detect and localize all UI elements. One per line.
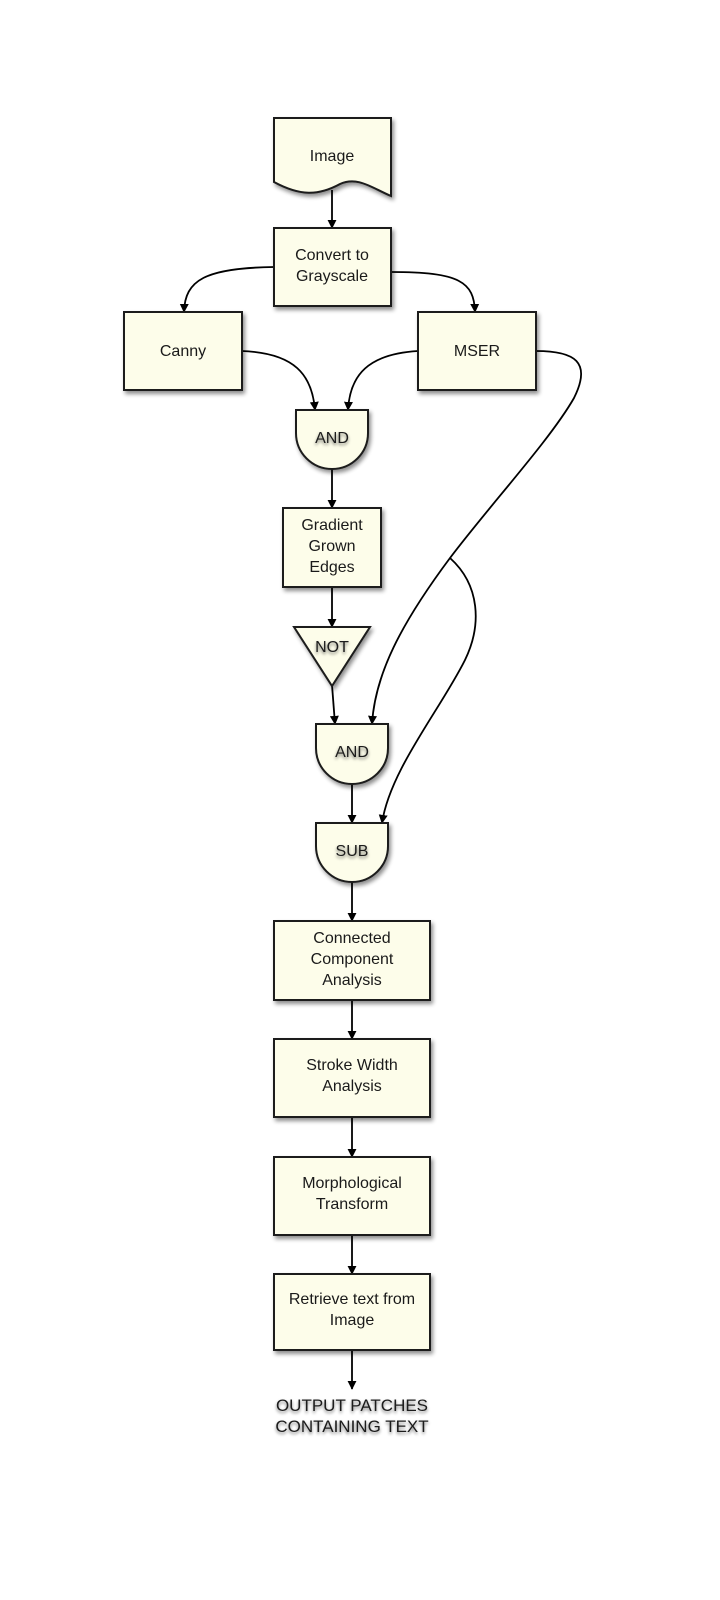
node-grayscale: Convert to Grayscale — [273, 227, 392, 307]
node-image: Image — [273, 117, 392, 198]
node-morph-label-1: Morphological — [302, 1175, 402, 1192]
and-gate-shape — [295, 409, 369, 470]
node-morph: Morphological Transform — [273, 1156, 431, 1236]
process-box — [273, 920, 431, 1001]
edge-mser-and1 — [343, 350, 419, 411]
node-gradient-label-1: Gradient — [301, 517, 363, 534]
node-retrieve-label-2: Image — [330, 1312, 375, 1329]
node-swa-label-1: Stroke Width — [306, 1057, 398, 1074]
edges — [179, 190, 582, 1390]
node-gradient-label-3: Edges — [309, 559, 354, 576]
process-box — [123, 311, 243, 391]
node-not: NOT — [292, 626, 372, 688]
process-box — [273, 1156, 431, 1236]
node-retrieve: Retrieve text from Image — [273, 1273, 431, 1351]
node-cca-label-3: Analysis — [322, 972, 382, 989]
edge-mser-and2 — [368, 350, 582, 725]
node-grayscale-label-2: Grayscale — [296, 268, 368, 285]
process-box — [282, 507, 382, 588]
node-cca-label-2: Component — [311, 951, 394, 968]
node-gradient: Gradient Grown Edges — [282, 507, 382, 588]
node-mser-label: MSER — [454, 343, 500, 360]
edge-grayscale-mser — [390, 271, 480, 313]
edge-mser-sub — [378, 557, 477, 824]
node-output-label-2: CONTAINING TEXT — [275, 1417, 428, 1436]
not-gate-shape — [292, 626, 372, 688]
node-not-label: NOT — [315, 639, 349, 656]
process-box — [273, 1273, 431, 1351]
sub-gate-shape — [315, 822, 389, 883]
node-swa-label-2: Analysis — [322, 1078, 382, 1095]
edge-not-and2 — [329, 684, 339, 725]
node-canny-label: Canny — [160, 343, 206, 360]
node-morph-label-2: Transform — [316, 1196, 388, 1213]
node-sub-label: SUB — [336, 843, 369, 860]
process-box — [417, 311, 537, 391]
node-swa: Stroke Width Analysis — [273, 1038, 431, 1118]
and-gate-shape — [315, 723, 389, 785]
document-shape — [273, 117, 392, 198]
process-box — [273, 227, 392, 307]
node-grayscale-label-1: Convert to — [295, 247, 369, 264]
node-and2-label: AND — [335, 744, 369, 761]
node-cca-label-1: Connected — [313, 930, 390, 947]
node-mser: MSER — [417, 311, 537, 391]
node-gradient-label-2: Grown — [308, 538, 355, 555]
node-retrieve-label-1: Retrieve text from — [289, 1291, 415, 1308]
edge-canny-and1 — [241, 350, 319, 411]
node-output: OUTPUT PATCHES CONTAINING TEXT — [275, 1396, 428, 1436]
node-and1: AND — [295, 409, 369, 470]
node-and2: AND — [315, 723, 389, 785]
node-cca: Connected Component Analysis — [273, 920, 431, 1001]
edge-grayscale-canny — [179, 266, 275, 313]
node-canny: Canny — [123, 311, 243, 391]
node-output-label-1: OUTPUT PATCHES — [276, 1396, 428, 1415]
process-box — [273, 1038, 431, 1118]
node-sub: SUB — [315, 822, 389, 883]
node-image-label: Image — [310, 148, 355, 165]
node-and1-label: AND — [315, 430, 349, 447]
